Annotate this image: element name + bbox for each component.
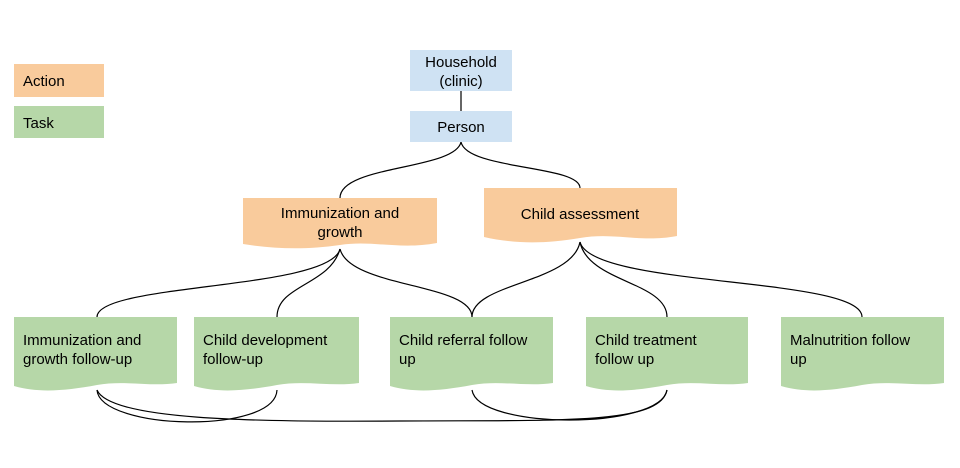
- task-development-label-line2: follow-up: [203, 351, 263, 368]
- edge-assessment-task4: [579, 241, 668, 318]
- edge-immunization-task3: [339, 248, 473, 318]
- node-person: Person: [410, 111, 512, 142]
- node-child-assessment: Child assessment: [484, 188, 677, 243]
- task-development-shape: [194, 317, 359, 391]
- task-referral-label-line1: Child referral follow: [399, 332, 528, 349]
- task-immunization-label-line2: growth follow-up: [23, 351, 132, 368]
- person-label: Person: [437, 119, 485, 136]
- task-treatment-label-line2: follow up: [595, 351, 654, 368]
- immunization-growth-label-line2: growth: [317, 224, 362, 241]
- task-treatment-label-line1: Child treatment: [595, 332, 698, 349]
- edge-immunization-task2: [276, 248, 341, 318]
- legend-task-swatch: [14, 106, 104, 138]
- child-assessment-shape: [484, 188, 677, 243]
- task-malnutrition-label-line1: Malnutrition follow: [790, 332, 910, 349]
- edge-person-assessment: [460, 141, 581, 189]
- task-malnutrition-follow-up: Malnutrition follow up: [781, 317, 944, 391]
- connectors: [96, 91, 863, 423]
- task-treatment-shape: [586, 317, 748, 391]
- immunization-growth-shape: [243, 198, 437, 249]
- child-assessment-label: Child assessment: [521, 206, 640, 223]
- edge-assessment-task3: [471, 241, 581, 318]
- task-child-treatment-follow-up: Child treatment follow up: [586, 317, 748, 391]
- task-referral-label-line2: up: [399, 351, 416, 368]
- edge-task3-task4-bottom: [471, 389, 668, 421]
- edge-task1-task4-bottom: [96, 389, 668, 422]
- household-box: [410, 50, 512, 91]
- task-immunization-shape: [14, 317, 177, 391]
- task-immunization-label-line1: Immunization and: [23, 332, 141, 349]
- task-malnutrition-shape: [781, 317, 944, 391]
- edge-assessment-task5: [579, 241, 863, 318]
- edge-person-immunization: [339, 141, 462, 199]
- task-immunization-growth-follow-up: Immunization and growth follow-up: [14, 317, 177, 391]
- edge-task1-task2-bottom: [96, 389, 278, 423]
- legend-action-label: Action: [23, 73, 65, 90]
- task-referral-shape: [390, 317, 553, 391]
- task-child-development-follow-up: Child development follow-up: [194, 317, 359, 391]
- immunization-growth-label-line1: Immunization and: [281, 205, 399, 222]
- edge-immunization-task1: [96, 248, 341, 318]
- node-household: Household (clinic): [410, 50, 512, 91]
- person-box: [410, 111, 512, 142]
- node-immunization-growth: Immunization and growth: [243, 198, 437, 249]
- task-malnutrition-label-line2: up: [790, 351, 807, 368]
- legend: Action Task: [14, 64, 104, 138]
- task-development-label-line1: Child development: [203, 332, 328, 349]
- task-child-referral-follow-up: Child referral follow up: [390, 317, 553, 391]
- household-label-line2: (clinic): [439, 73, 482, 90]
- legend-task-label: Task: [23, 115, 54, 132]
- legend-action-swatch: [14, 64, 104, 97]
- household-label-line1: Household: [425, 54, 497, 71]
